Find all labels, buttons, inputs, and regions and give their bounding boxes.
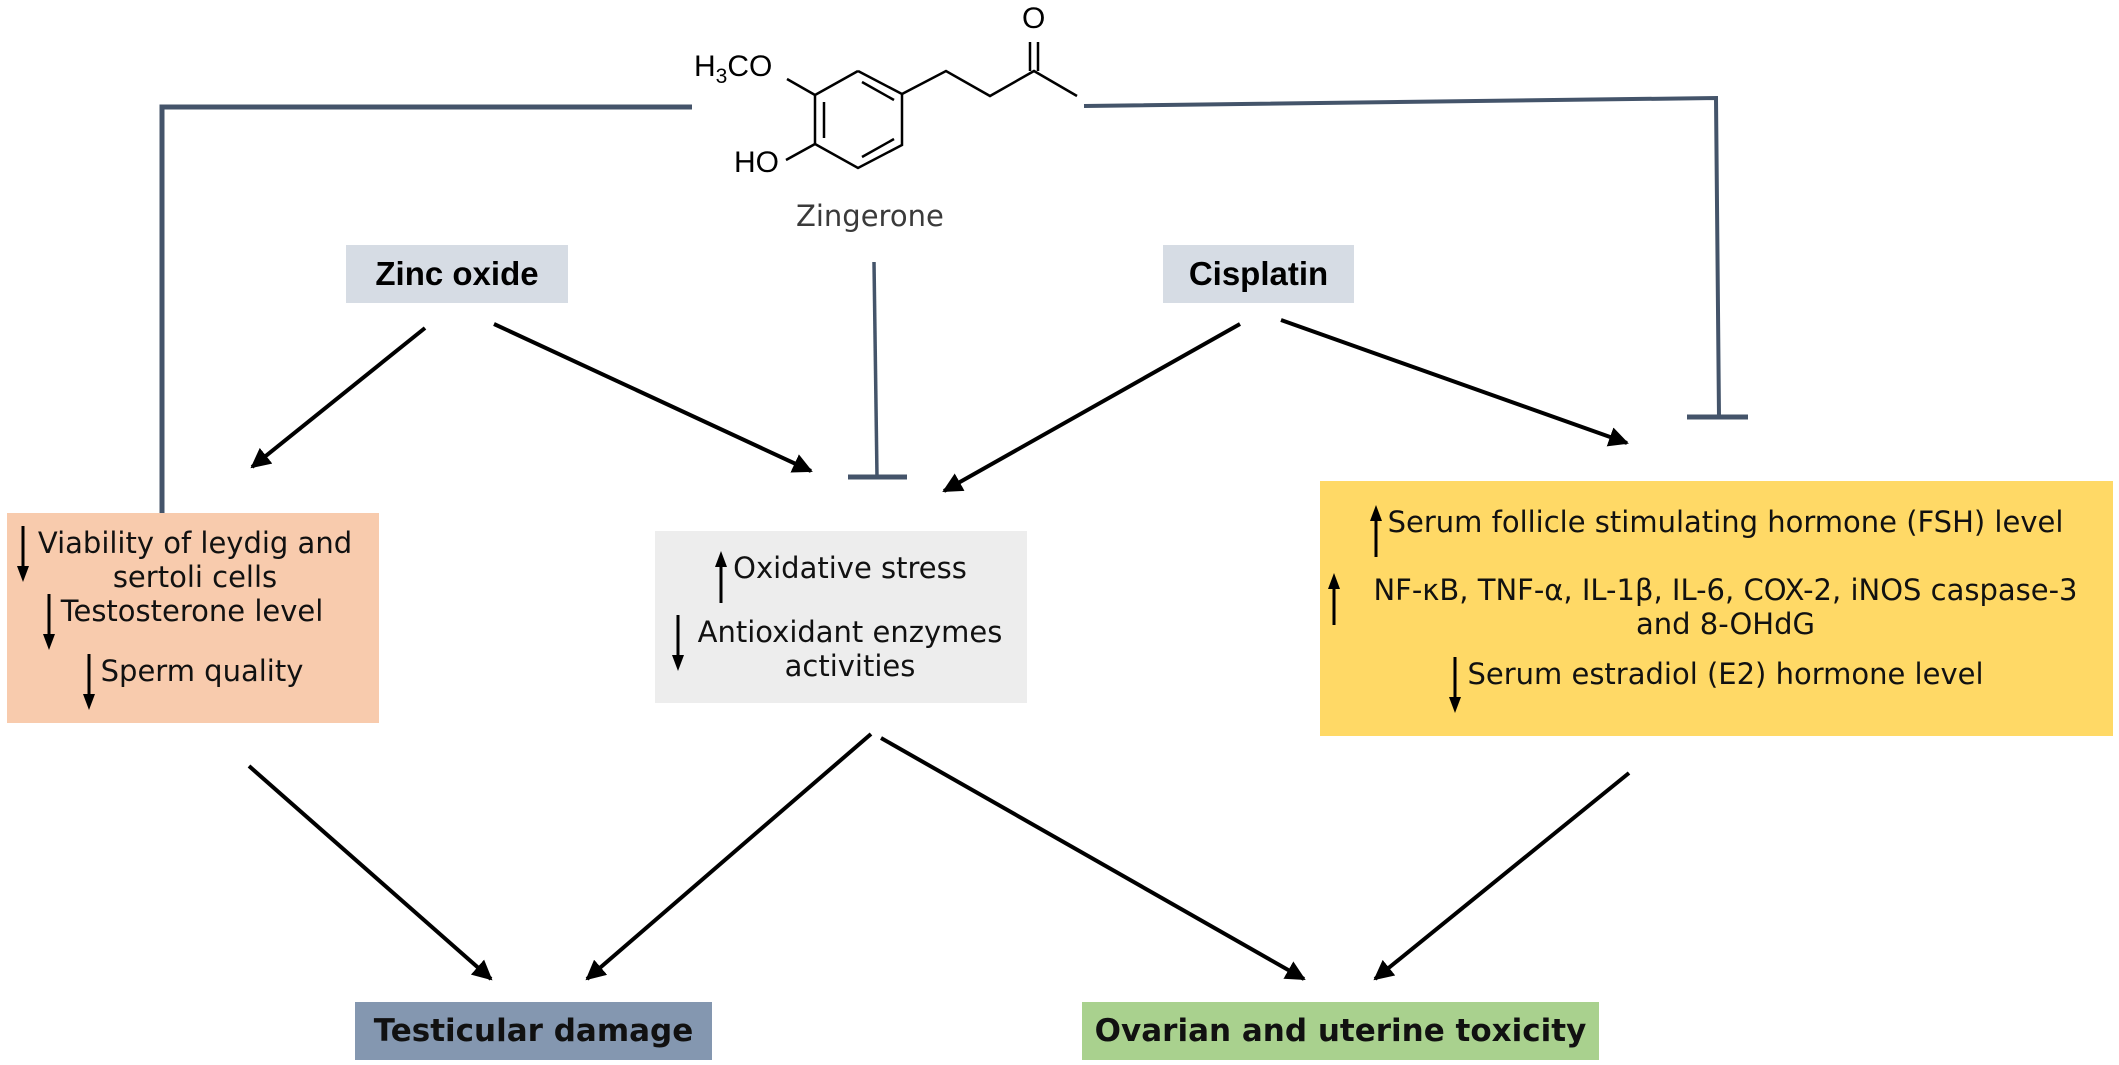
hydroxyl-bond [785,142,816,162]
effect-line: Antioxidant enzymes activities [672,615,1010,683]
down-arrow-icon [82,654,95,710]
arrow-ovary-to-ovarian-toxicity [1373,771,1631,981]
methoxy-h: H [694,50,716,83]
effect-line: Viability of leydig and sertoli cells [17,526,355,594]
down-arrow-icon [42,594,55,650]
methoxy-bond [786,77,816,97]
carbonyl-oxygen-label: O [1022,2,1046,35]
up-arrow-icon [715,551,728,603]
ring-double-bond [861,80,895,102]
oxidative-effects-box: Oxidative stress Antioxidant enzymes act… [655,531,1027,703]
arrow-oxidative-to-testicular-damage [585,732,873,981]
arrow-testis-to-testicular-damage [247,764,493,981]
inhibition-line-oxidative [872,261,879,478]
effect-line: NF-κB, TNF-α, IL-1β, IL-6, COX-2, iNOS c… [1327,572,2106,641]
effect-text: Oxidative stress [733,551,967,585]
outcome-ovarian-uterine-toxicity: Ovarian and uterine toxicity [1082,1002,1599,1060]
arrow-zinc-to-testis [250,326,427,469]
outcome-testicular-damage: Testicular damage [355,1002,712,1060]
effect-line: Oxidative stress [715,551,967,603]
testis-effects-box: Viability of leydig and sertoli cells Te… [7,513,379,723]
methoxy-co: CO [727,50,773,83]
down-arrow-icon [672,615,684,671]
outcome-label: Testicular damage [373,1013,694,1049]
arrow-cisplatin-to-oxidative [942,322,1241,493]
agent-cisplatin: Cisplatin [1163,245,1354,303]
effect-text: Serum estradiol (E2) hormone level [1467,656,1984,691]
up-arrow-icon [1369,504,1382,557]
effect-line: Serum estradiol (E2) hormone level [1449,656,1984,713]
inhibition-line-testis [159,104,692,526]
agent-zinc-oxide: Zinc oxide [346,245,568,303]
methoxy-group-label: H3CO [694,50,772,89]
methoxy-subscript: 3 [715,65,728,88]
effect-line: Testosterone level [42,594,324,650]
arrow-oxidative-to-ovarian-toxicity [880,736,1306,981]
ovary-effects-box: Serum follicle stimulating hormone (FSH)… [1320,481,2113,736]
effect-text: Antioxidant enzymes activities [697,615,1003,683]
effect-text: Sperm quality [100,654,304,688]
effect-line: Sperm quality [82,654,304,710]
inhibition-line-ovary [1083,95,1721,418]
zingerone-structure [785,42,1078,170]
arrow-zinc-to-oxidative [493,322,813,473]
hydroxyl-group-label: HO [734,146,779,179]
agent-label: Cisplatin [1188,255,1329,292]
down-arrow-icon [17,526,29,582]
effect-text: Testosterone level [60,594,324,628]
side-chain [901,69,1078,98]
activation-arrows [247,318,1631,981]
effect-text: NF-κB, TNF-α, IL-1β, IL-6, COX-2, iNOS c… [1373,572,2078,641]
compound-name: Zingerone [796,199,944,233]
benzene-ring [813,69,904,170]
agent-label: Zinc oxide [375,255,539,292]
down-arrow-icon [1449,656,1462,713]
effect-text: Serum follicle stimulating hormone (FSH)… [1387,504,2064,539]
effect-text: Viability of leydig and sertoli cells [37,526,353,594]
arrow-cisplatin-to-ovary [1280,318,1629,447]
outcome-label: Ovarian and uterine toxicity [1094,1013,1587,1049]
inhibition-lines [133,95,1748,529]
ring-double-bond [861,137,895,159]
effect-line: Serum follicle stimulating hormone (FSH)… [1369,504,2064,557]
up-arrow-icon [1327,572,1340,625]
